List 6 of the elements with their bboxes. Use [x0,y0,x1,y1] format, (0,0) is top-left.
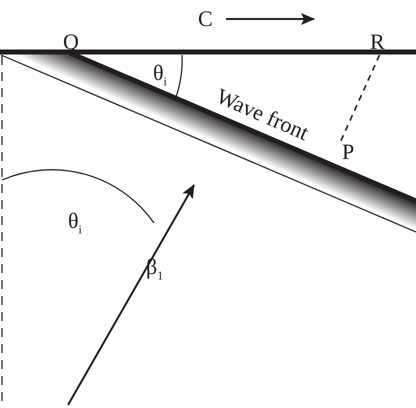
speed-label: C [198,8,213,30]
point-label: P [342,141,354,163]
wave-front-label: Wave front [213,85,312,144]
point-label: R [370,31,385,53]
angle-label: θ$_{i}$ [68,210,82,238]
angle-label: θ$_{i}$ [153,62,167,90]
